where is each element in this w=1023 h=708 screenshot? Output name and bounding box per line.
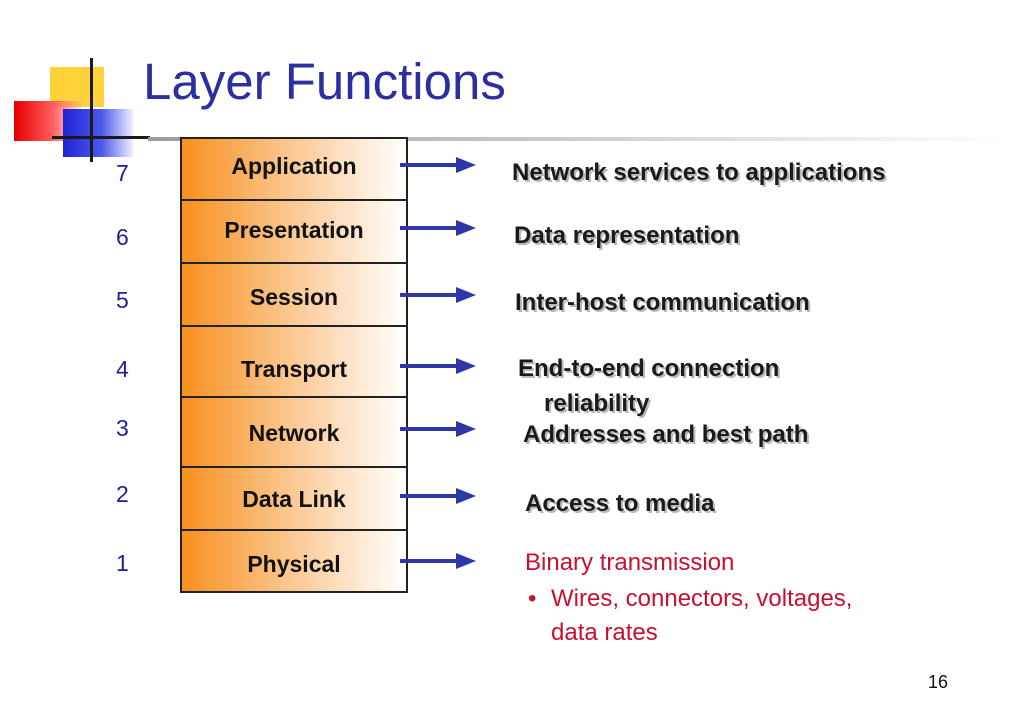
logo-yellow-square — [50, 67, 104, 107]
arrow-presentation — [400, 220, 476, 236]
layer-number-7: 7 — [116, 160, 129, 186]
arrow-transport — [400, 358, 476, 374]
arrow-data-link — [400, 488, 476, 504]
layer-number-6: 6 — [116, 224, 129, 250]
logo-vertical-line — [90, 58, 93, 162]
arrow-session — [400, 287, 476, 303]
layer-label-application: Application — [231, 153, 357, 179]
physical-bullet-line1: Wires, connectors, voltages, — [551, 585, 853, 612]
layer-label-presentation: Presentation — [224, 217, 364, 243]
arrow-network — [400, 421, 476, 437]
function-session: Inter-host communication — [515, 289, 810, 316]
physical-bullet-line2: data rates — [551, 619, 658, 646]
layer-number-5: 5 — [116, 287, 129, 313]
function-transport-line2: reliability — [544, 390, 650, 417]
layer-box-data-link: Data Link — [180, 466, 408, 531]
layer-number-3: 3 — [116, 415, 129, 441]
layer-number-2: 2 — [116, 481, 129, 507]
layer-box-presentation: Presentation — [180, 199, 408, 264]
title-underline-rule — [148, 137, 1010, 141]
layer-box-physical: Physical — [180, 529, 408, 593]
function-application: Network services to applications — [512, 159, 886, 186]
layer-box-network: Network — [180, 396, 408, 468]
layer-box-transport: Transport — [180, 325, 408, 398]
layer-label-session: Session — [249, 284, 339, 310]
layer-label-network: Network — [248, 420, 340, 446]
function-network: Addresses and best path — [523, 421, 809, 448]
function-data-link: Access to media — [525, 490, 715, 517]
slide-title: Layer Functions — [143, 53, 506, 110]
function-transport: End-to-end connection — [518, 355, 780, 382]
layer-box-session: Session — [180, 262, 408, 327]
layer-box-application: Application — [180, 137, 408, 201]
logo-blue-square — [63, 109, 133, 157]
page-number: 16 — [928, 672, 949, 692]
function-presentation: Data representation — [514, 222, 740, 249]
layer-label-data-link: Data Link — [242, 486, 346, 512]
arrow-application — [400, 157, 476, 173]
function-physical: Binary transmission — [525, 549, 735, 576]
arrow-physical — [400, 553, 476, 569]
physical-bullet-icon: • — [528, 585, 537, 612]
layer-label-physical: Physical — [247, 551, 341, 577]
layer-label-transport: Transport — [240, 356, 348, 382]
layer-number-1: 1 — [116, 550, 129, 576]
logo-horizontal-line — [52, 136, 150, 139]
layer-number-4: 4 — [116, 356, 129, 382]
